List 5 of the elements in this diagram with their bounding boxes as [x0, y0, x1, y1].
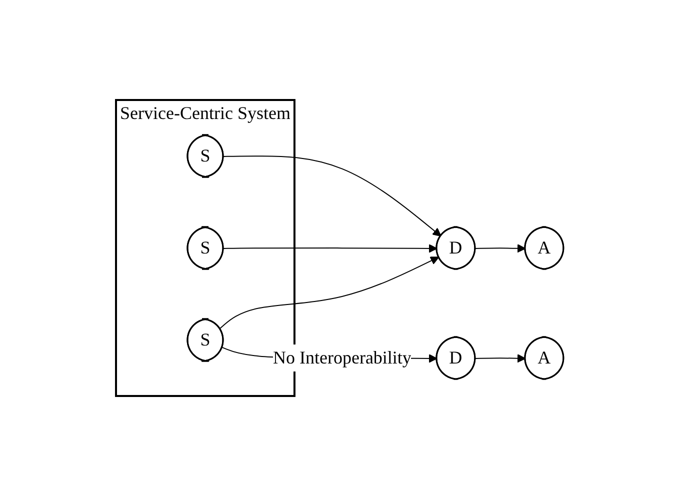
arrow — [475, 244, 526, 253]
arrow — [223, 156, 442, 237]
arrow — [223, 244, 438, 253]
arrow — [475, 354, 526, 363]
arrow — [220, 256, 440, 330]
